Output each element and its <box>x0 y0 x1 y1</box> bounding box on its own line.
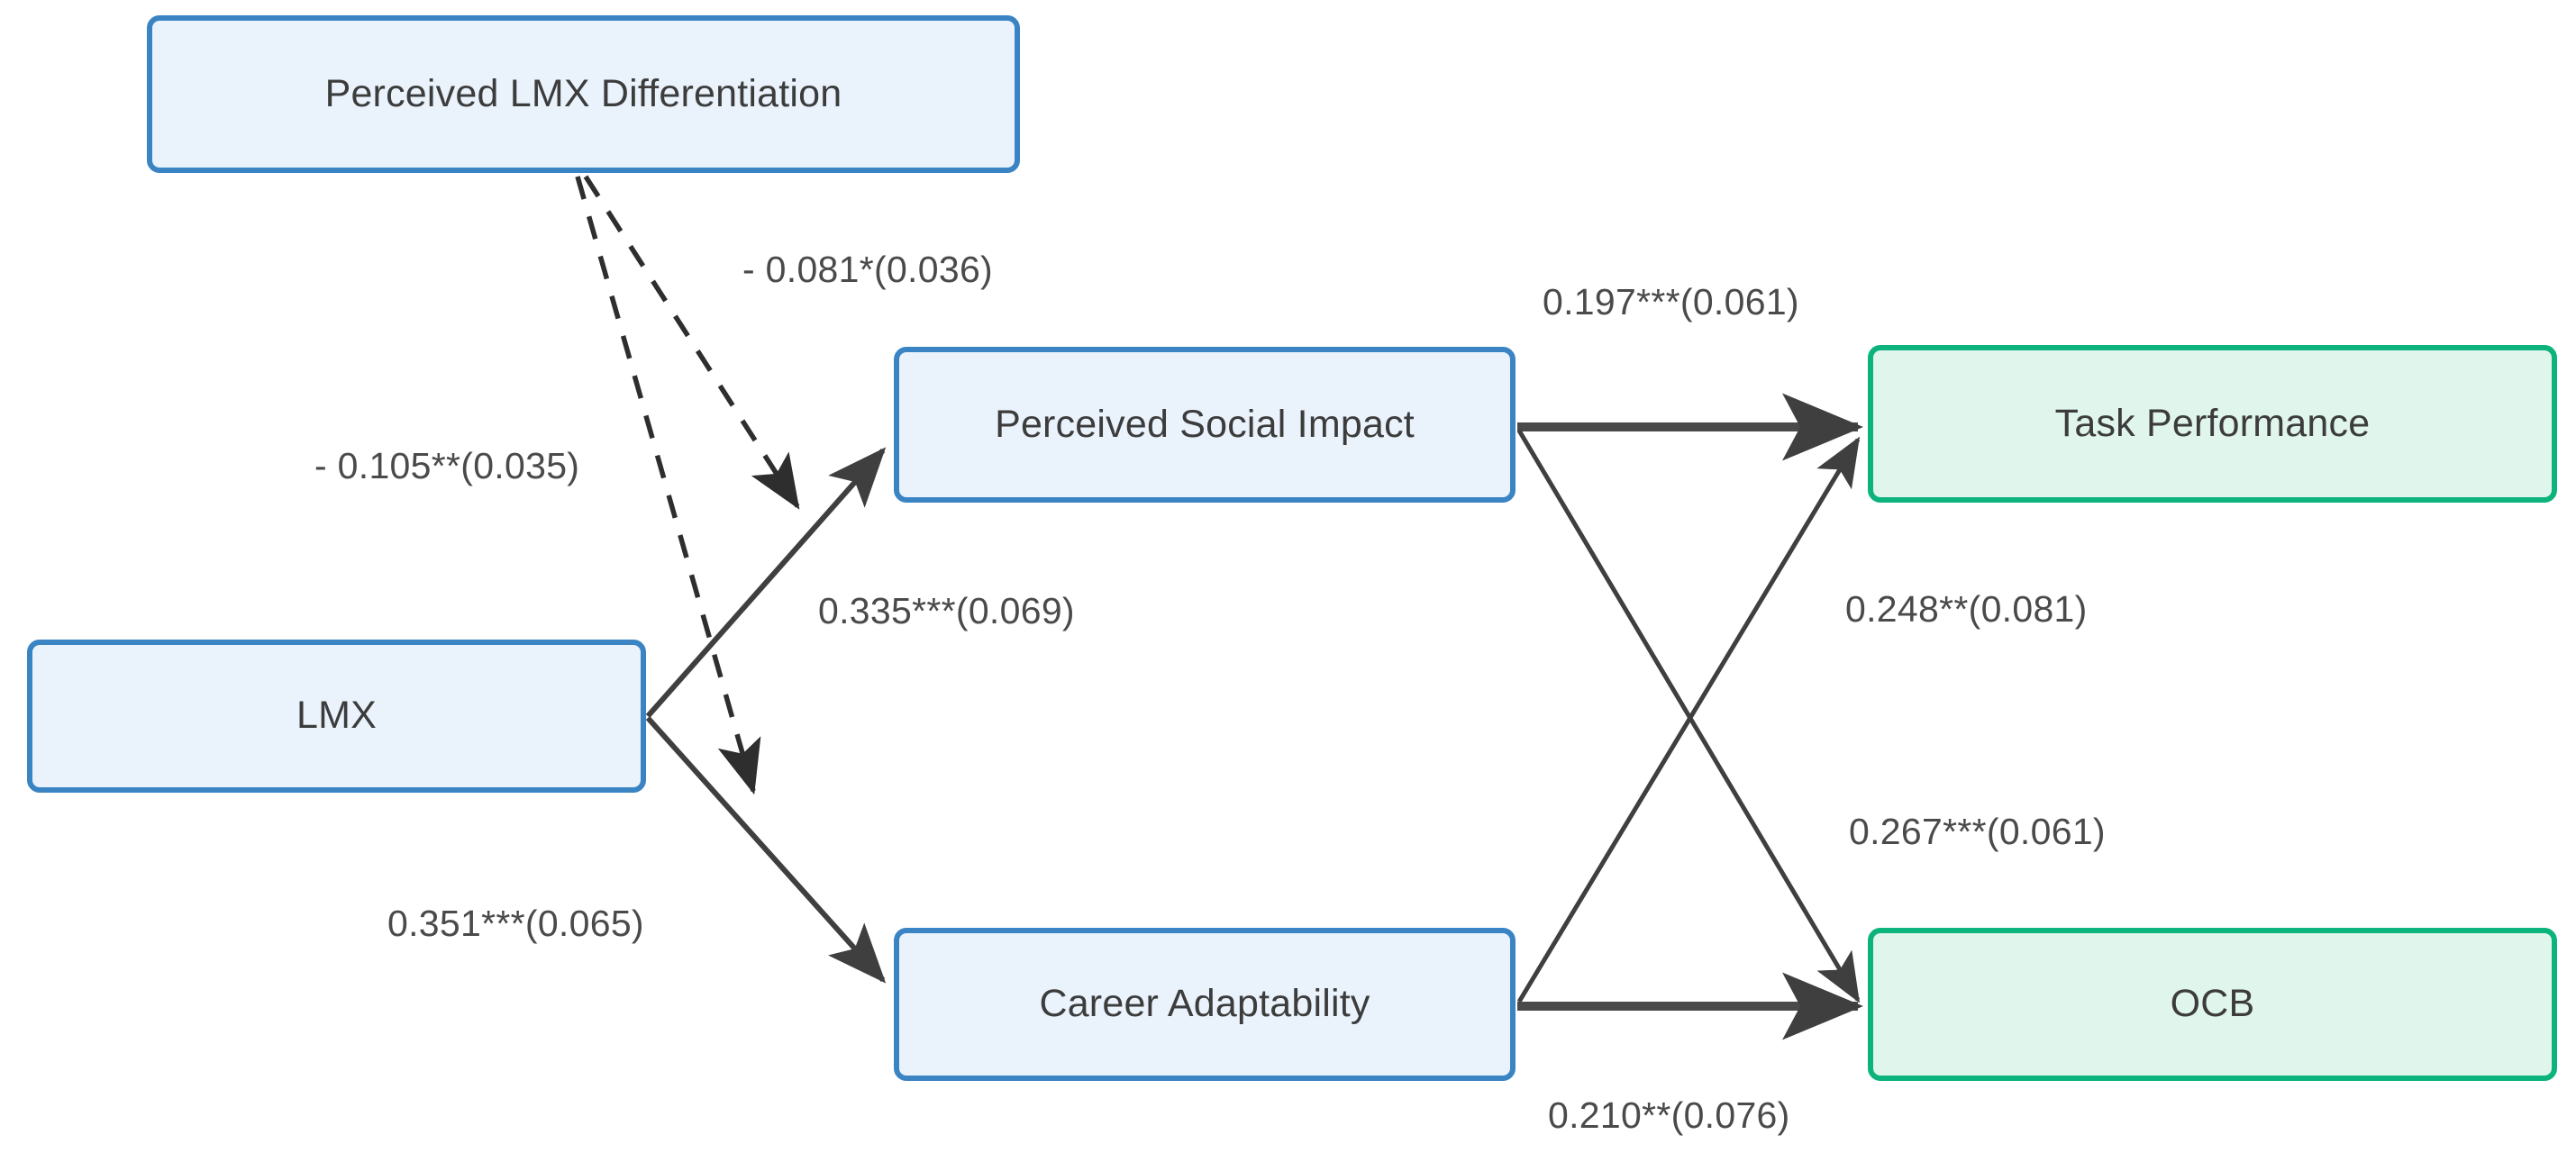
node-label: Perceived Social Impact <box>995 402 1415 446</box>
edge-pld-moderates-lmx-to-psi <box>583 175 800 510</box>
node-label: LMX <box>296 694 377 738</box>
edge-label-ca-to-tp: 0.248**(0.081) <box>1845 588 2088 630</box>
edge-lmx-to-perceived-social-impact <box>645 447 887 718</box>
edge-label-lmx-to-ca: 0.351***(0.065) <box>387 903 644 944</box>
node-label: Task Performance <box>2054 401 2371 445</box>
node-label: Career Adaptability <box>1039 982 1370 1026</box>
edge-career-adaptability-to-task-performance <box>1516 436 1861 1003</box>
edge-label-lmx-to-psi: 0.335***(0.069) <box>818 590 1075 631</box>
edge-label-psi-to-ocb: 0.267***(0.061) <box>1849 811 2106 852</box>
node-label: Perceived LMX Differentiation <box>324 71 842 115</box>
node-ocb[interactable]: OCB <box>1868 928 2557 1081</box>
node-career-adaptability[interactable]: Career Adaptability <box>894 928 1516 1081</box>
edge-label-pld-to-ca-path: - 0.105**(0.035) <box>314 445 580 486</box>
node-label: OCB <box>2170 982 2255 1026</box>
edge-label-ca-to-ocb: 0.210**(0.076) <box>1548 1094 1790 1136</box>
node-perceived-lmx-differentiation[interactable]: Perceived LMX Differentiation <box>147 15 1020 173</box>
edge-lmx-to-career-adaptability <box>645 715 887 984</box>
edge-label-psi-to-tp: 0.197***(0.061) <box>1543 281 1799 322</box>
node-lmx[interactable]: LMX <box>27 640 646 793</box>
node-task-performance[interactable]: Task Performance <box>1868 345 2557 503</box>
node-perceived-social-impact[interactable]: Perceived Social Impact <box>894 347 1516 503</box>
edge-label-pld-to-psi-path: - 0.081*(0.036) <box>742 249 994 290</box>
edge-perceived-social-impact-to-ocb <box>1516 429 1861 1003</box>
